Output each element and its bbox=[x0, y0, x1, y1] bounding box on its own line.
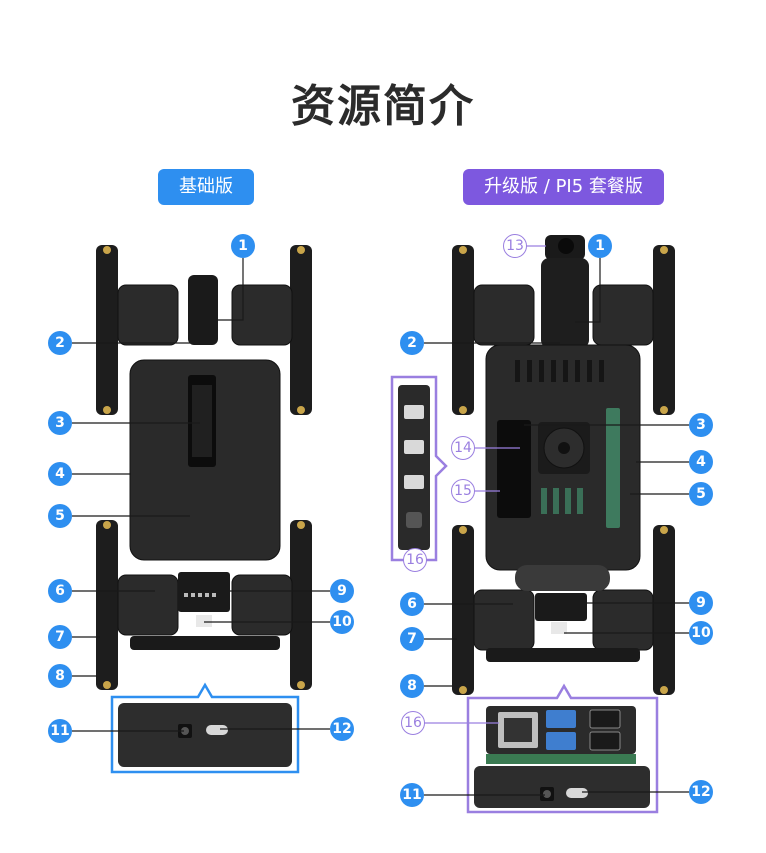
basic-callout-9: 9 bbox=[330, 579, 354, 603]
pro-callout-4: 4 bbox=[689, 450, 713, 474]
pro-bottom-detail-box bbox=[466, 683, 659, 814]
basic-callout-4: 4 bbox=[48, 462, 72, 486]
page-title: 资源简介 bbox=[291, 81, 475, 132]
basic-callout-7: 7 bbox=[48, 625, 72, 649]
pro-callout-8: 8 bbox=[400, 674, 424, 698]
basic-callout-8: 8 bbox=[48, 664, 72, 688]
pro-side-detail-box bbox=[390, 375, 448, 562]
basic-callout-12: 12 bbox=[330, 717, 354, 741]
pro-callout-10: 10 bbox=[689, 621, 713, 645]
basic-callout-6: 6 bbox=[48, 579, 72, 603]
basic-callout-2: 2 bbox=[48, 331, 72, 355]
pro-version-tag: 升级版 / PI5 套餐版 bbox=[463, 169, 664, 205]
pro-callout-7: 7 bbox=[400, 627, 424, 651]
basic-version-tag: 基础版 bbox=[158, 169, 254, 205]
basic-callout-11: 11 bbox=[48, 719, 72, 743]
basic-callout-1: 1 bbox=[231, 234, 255, 258]
basic-robot-image bbox=[96, 245, 312, 690]
basic-callout-10: 10 bbox=[330, 610, 354, 634]
pro-callout-1: 1 bbox=[588, 234, 612, 258]
pro-callout-3: 3 bbox=[689, 413, 713, 437]
basic-detail-box bbox=[110, 682, 300, 774]
pro-callout-13: 13 bbox=[503, 234, 527, 258]
pro-robot-image bbox=[452, 235, 675, 695]
pro-callout-16-side: 16 bbox=[403, 548, 427, 572]
basic-callout-5: 5 bbox=[48, 504, 72, 528]
pro-callout-6: 6 bbox=[400, 592, 424, 616]
pro-callout-16-bottom: 16 bbox=[401, 711, 425, 735]
pro-callout-9: 9 bbox=[689, 591, 713, 615]
pro-callout-15: 15 bbox=[451, 479, 475, 503]
pro-callout-2: 2 bbox=[400, 331, 424, 355]
basic-callout-3: 3 bbox=[48, 411, 72, 435]
pro-callout-11: 11 bbox=[400, 783, 424, 807]
pro-callout-14: 14 bbox=[451, 436, 475, 460]
pro-callout-5: 5 bbox=[689, 482, 713, 506]
pro-callout-12: 12 bbox=[689, 780, 713, 804]
